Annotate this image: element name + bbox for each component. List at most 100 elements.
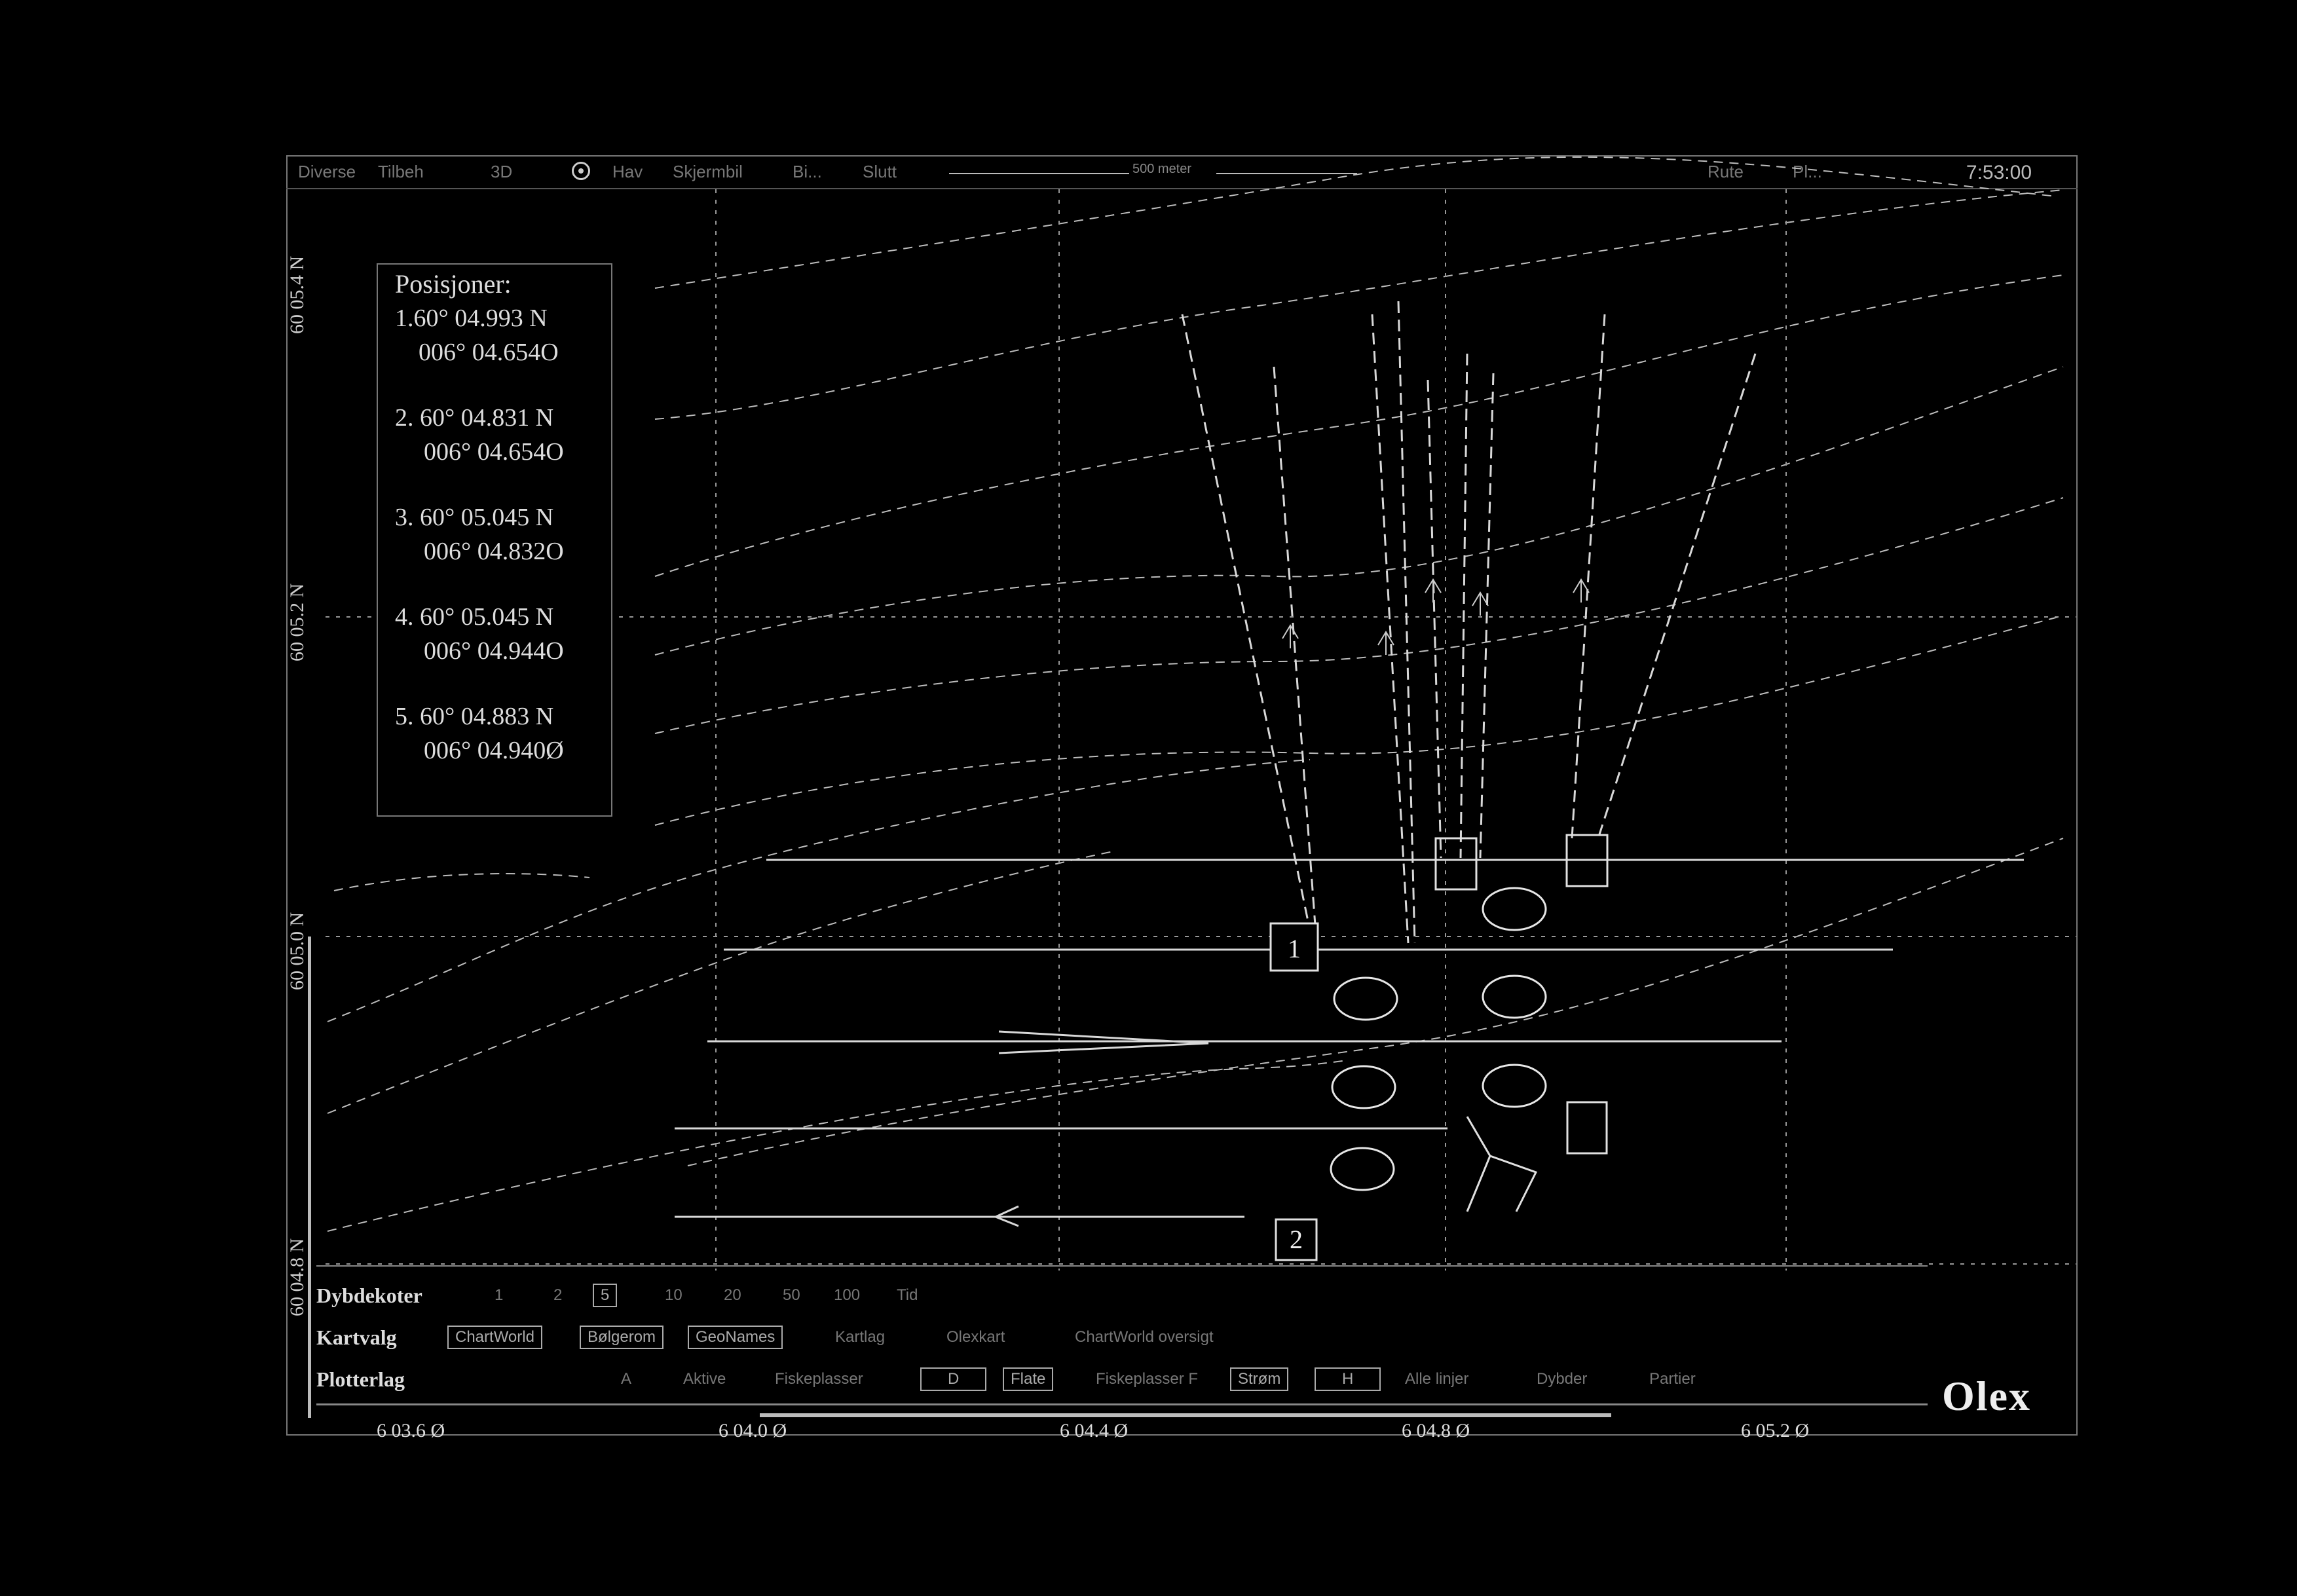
top-menu-bar: Diverse Tilbeh 3D Hav Skjermbil Bi... Sl… xyxy=(286,155,2078,189)
left-scale-bar xyxy=(308,937,311,1418)
fish-cage-icon xyxy=(1330,1147,1395,1191)
lon-label-2: 6 04.0 Ø xyxy=(719,1420,787,1441)
position-4-lat: 4. 60° 05.045 N xyxy=(395,603,554,631)
chart-option-overview[interactable]: ChartWorld oversigt xyxy=(1075,1328,1214,1346)
menu-3d[interactable]: 3D xyxy=(491,162,513,181)
scale-label: 500 meter xyxy=(1132,162,1192,176)
chart-option-bolgerom[interactable]: Bølgerom xyxy=(580,1326,664,1349)
longitude-scale-bar xyxy=(760,1413,1611,1417)
depth-option-10[interactable]: 10 xyxy=(665,1286,682,1304)
depth-contour-label: Dybdekoter xyxy=(316,1284,422,1307)
depth-option-100[interactable]: 100 xyxy=(834,1286,861,1304)
contour-line xyxy=(654,366,2064,656)
depth-option-20[interactable]: 20 xyxy=(724,1286,741,1304)
contour-line xyxy=(327,759,1311,1022)
position-2-lat: 2. 60° 04.831 N xyxy=(395,404,554,432)
lat-label-3: 60 05.0 N xyxy=(286,912,308,990)
menu-tilbeh[interactable]: Tilbeh xyxy=(378,162,424,181)
contour-line xyxy=(654,156,2057,289)
fish-cage-icon xyxy=(1331,1065,1396,1109)
contour-line xyxy=(687,838,2064,1166)
arrow-icon xyxy=(1573,578,1590,603)
target-icon[interactable] xyxy=(572,162,590,180)
contour-line xyxy=(654,189,2064,420)
fish-cages[interactable] xyxy=(1330,887,1547,1191)
plotter-option-dybder[interactable]: Dybder xyxy=(1537,1370,1588,1388)
lon-label-4: 6 04.8 Ø xyxy=(1402,1420,1470,1441)
scale-bar-left xyxy=(949,173,1129,174)
chart-frame xyxy=(286,155,2078,1436)
arrow-icon xyxy=(1377,631,1394,655)
depth-option-2[interactable]: 2 xyxy=(553,1286,563,1304)
menu-skjermbil[interactable]: Skjermbil xyxy=(673,162,743,181)
lon-label-1: 6 03.6 Ø xyxy=(377,1420,445,1441)
depth-option-50[interactable]: 50 xyxy=(783,1286,800,1304)
position-3-lat: 3. 60° 05.045 N xyxy=(395,504,554,531)
plotter-option-strom[interactable]: Strøm xyxy=(1230,1367,1289,1391)
grid-lines xyxy=(326,189,2076,1271)
positions-panel: Posisjoner: 1.60° 04.993 N 006° 04.654O … xyxy=(377,263,612,817)
marker-1-label: 1 xyxy=(1288,934,1301,963)
menu-slutt[interactable]: Slutt xyxy=(863,162,897,181)
position-4-lon: 006° 04.944O xyxy=(424,637,564,665)
marker-2-label: 2 xyxy=(1290,1225,1303,1254)
lat-label-2: 60 05.2 N xyxy=(286,583,308,661)
plotter-option-fiskeplasser[interactable]: Fiskeplasser xyxy=(775,1370,863,1388)
fish-cage-icon xyxy=(1482,887,1547,931)
waypoint-box xyxy=(1434,837,1478,891)
position-5-lat: 5. 60° 04.883 N xyxy=(395,703,554,730)
waypoint-box xyxy=(1566,1101,1608,1155)
depth-option-tid[interactable]: Tid xyxy=(897,1286,918,1304)
scale-bar-right xyxy=(1216,173,1357,174)
bottom-rule xyxy=(316,1403,1928,1405)
fish-cage-icon xyxy=(1482,974,1547,1019)
plotter-option-flate[interactable]: Flate xyxy=(1003,1367,1054,1391)
plotter-option-aktive[interactable]: Aktive xyxy=(683,1370,726,1388)
menu-pl[interactable]: Pl... xyxy=(1793,162,1822,181)
position-5-lon: 006° 04.940Ø xyxy=(424,737,564,764)
plotter-option-d[interactable]: D xyxy=(920,1367,987,1391)
anchor-icon xyxy=(1466,1116,1538,1212)
olex-logo: Olex xyxy=(1942,1373,2031,1419)
plotter-option-fiskeplasser-f[interactable]: Fiskeplasser F xyxy=(1096,1370,1199,1388)
plotter-layer-label: Plotterlag xyxy=(316,1367,405,1391)
buoy-boxes[interactable] xyxy=(1434,834,1609,1212)
plotter-option-h[interactable]: H xyxy=(1315,1367,1381,1391)
menu-hav[interactable]: Hav xyxy=(612,162,643,181)
menu-bi[interactable]: Bi... xyxy=(793,162,822,181)
drift-tracks xyxy=(1181,301,1757,947)
arrow-icon xyxy=(1472,591,1489,616)
marker-box-2[interactable]: 2 xyxy=(1275,1218,1318,1261)
chart-option-chartworld[interactable]: ChartWorld xyxy=(447,1326,542,1349)
menu-rute[interactable]: Rute xyxy=(1708,162,1744,181)
contour-line xyxy=(654,274,2064,577)
contour-line xyxy=(327,851,1114,1114)
contour-line xyxy=(654,497,2064,734)
chart-option-kartlag[interactable]: Kartlag xyxy=(835,1328,886,1346)
chart-option-geonames[interactable]: GeoNames xyxy=(688,1326,783,1349)
panel-divider xyxy=(316,1265,1928,1267)
track-lines xyxy=(675,859,2024,1227)
fish-cage-icon xyxy=(1482,1064,1547,1108)
lon-label-3: 6 04.4 Ø xyxy=(1060,1420,1129,1441)
fish-cage-icon xyxy=(1333,976,1398,1021)
contour-line xyxy=(327,1060,1343,1232)
depth-contours xyxy=(327,156,2064,1232)
positions-title: Posisjoner: xyxy=(395,269,512,299)
position-1-lon: 006° 04.654O xyxy=(419,339,559,366)
depth-option-1[interactable]: 1 xyxy=(495,1286,504,1304)
position-2-lon: 006° 04.654O xyxy=(424,438,564,466)
contour-line xyxy=(654,615,2064,826)
arrow-marks xyxy=(1282,578,1590,655)
clock: 7:53:00 xyxy=(1966,162,2032,183)
chart-select-label: Kartvalg xyxy=(316,1326,397,1349)
chart-option-olexkart[interactable]: Olexkart xyxy=(946,1328,1005,1346)
position-1-lat: 1.60° 04.993 N xyxy=(395,305,548,332)
menu-diverse[interactable]: Diverse xyxy=(298,162,356,181)
marker-box-1[interactable]: 1 xyxy=(1269,922,1319,972)
depth-option-5[interactable]: 5 xyxy=(593,1284,618,1307)
plotter-option-partier[interactable]: Partier xyxy=(1649,1370,1696,1388)
plotter-option-a[interactable]: A xyxy=(621,1370,632,1388)
plotter-option-alle-linjer[interactable]: Alle linjer xyxy=(1405,1370,1469,1388)
